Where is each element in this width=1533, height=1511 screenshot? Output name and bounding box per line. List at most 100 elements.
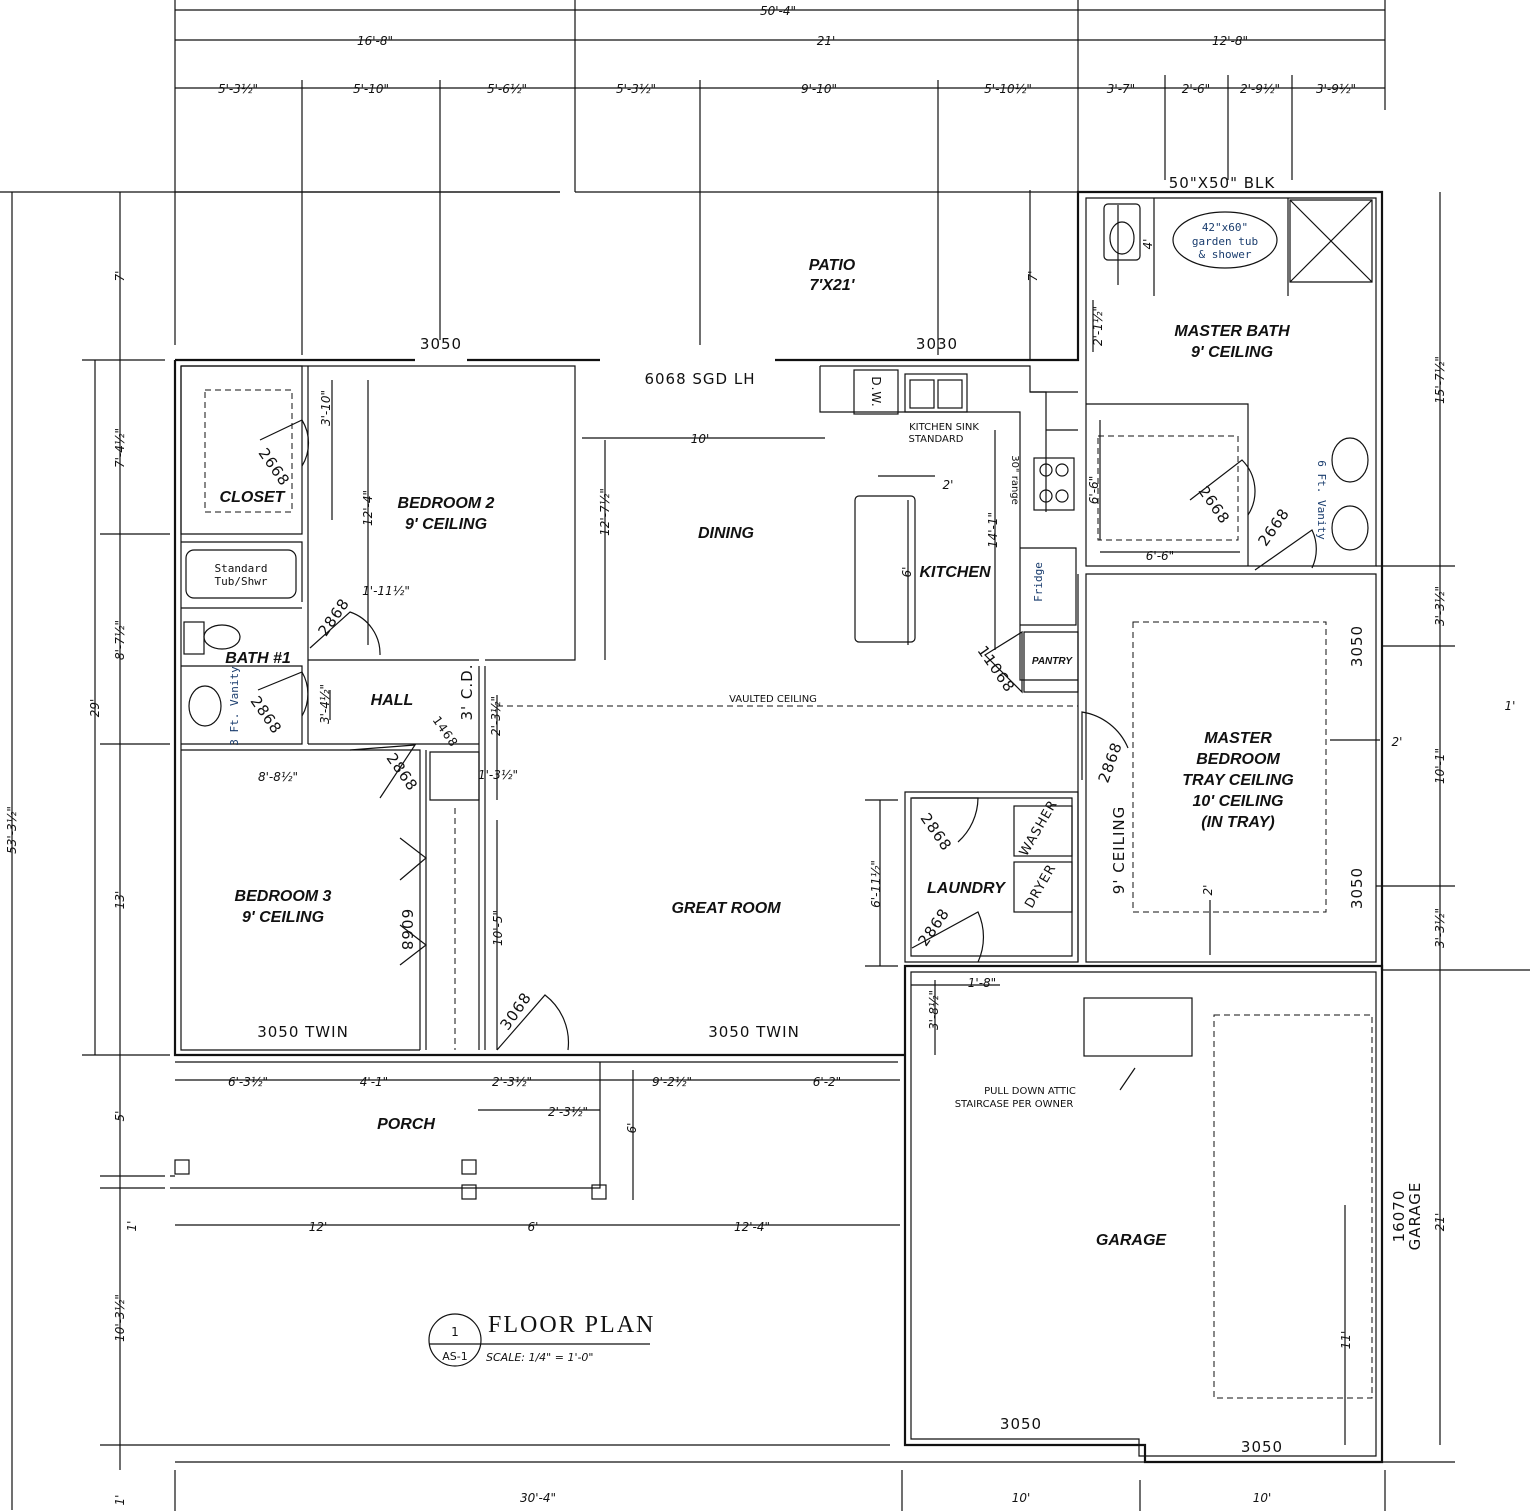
dim-bottom-1: 10' bbox=[1012, 1491, 1031, 1505]
dim-garage-11: 11' bbox=[1339, 1331, 1353, 1350]
dim-dining-10: 10' bbox=[691, 432, 710, 446]
dim-hall-1-3: 1'-3½" bbox=[478, 768, 518, 782]
dim-porch-8: 6' bbox=[528, 1220, 539, 1234]
garage-label: GARAGE bbox=[1096, 1232, 1168, 1249]
dim-bed2-12-4: 12'-4" bbox=[361, 490, 375, 526]
garage-door-label: GARAGE bbox=[1406, 1182, 1424, 1251]
dim-row3-4: 9'-10" bbox=[801, 82, 837, 96]
master-bedroom-label-4: 10' CEILING bbox=[1193, 793, 1284, 810]
dim-porch-2: 2'-3½" bbox=[492, 1075, 532, 1089]
dim-left-3: 13' bbox=[113, 891, 127, 910]
dim-closet-3-10: 3'-10" bbox=[319, 390, 333, 426]
dim-row3-3: 5'-3½" bbox=[616, 82, 656, 96]
dim-mb-2-1: 2'-1½" bbox=[1091, 306, 1105, 346]
dim-right-3: 3'-3½" bbox=[1433, 908, 1447, 948]
drawing-title: FLOOR PLAN bbox=[488, 1312, 655, 1338]
dim-porch-3: 9'-2½" bbox=[652, 1075, 692, 1089]
hall-label: HALL bbox=[371, 692, 414, 709]
door-swings bbox=[257, 199, 1373, 1051]
door-master-bath: 2668 bbox=[1254, 505, 1293, 550]
room-labels: PATIO 7'X21' MASTER BATH 9' CEILING CLOS… bbox=[220, 257, 1294, 1249]
dim-mbr-2-bottom: 2' bbox=[1201, 885, 1215, 896]
dim-row3-1: 5'-10" bbox=[353, 82, 389, 96]
master-bath-label: MASTER BATH bbox=[1174, 323, 1290, 340]
dim-porch-9: 12'-4" bbox=[734, 1220, 770, 1234]
dim-top-2: 21' bbox=[817, 34, 836, 48]
kitchen-sink-label-1: KITCHEN SINK bbox=[909, 422, 979, 433]
dim-laundry-1-8: 1'-8" bbox=[968, 976, 996, 990]
bedroom2-ceiling-label: 9' CEILING bbox=[405, 516, 487, 533]
title-sheet: AS-1 bbox=[442, 1350, 467, 1363]
dim-row3-5: 5'-10½" bbox=[984, 82, 1032, 96]
nine-ft-ceiling-note: 9' CEILING bbox=[1110, 806, 1128, 894]
dim-kitchen-14-1: 14'-1" bbox=[986, 512, 1000, 548]
window-master-bedroom-1: 3050 bbox=[1348, 625, 1366, 667]
dining-label: DINING bbox=[698, 525, 754, 542]
door-master-bedroom: 2868 bbox=[1095, 739, 1126, 785]
dryer-label: DRYER bbox=[1022, 862, 1059, 911]
master-bedroom-label-3: TRAY CEILING bbox=[1182, 772, 1293, 789]
dim-porch-7: 12' bbox=[309, 1220, 328, 1234]
door-laundry-2: 2868 bbox=[914, 905, 953, 950]
dim-overall-width: 50'-4" bbox=[760, 4, 796, 18]
garden-tub-shape bbox=[1172, 211, 1278, 269]
title-number: 1 bbox=[451, 1325, 459, 1339]
dim-top-1: 16'-8" bbox=[357, 34, 393, 48]
window-bedroom3: 3050 TWIN bbox=[257, 1023, 349, 1041]
dim-left-7: 1' bbox=[113, 1495, 127, 1506]
drawing-scale: SCALE: 1/4" = 1'-0" bbox=[486, 1351, 594, 1364]
bedroom3-label: BEDROOM 3 bbox=[235, 888, 332, 905]
dim-bed3-8-8: 8'-8½" bbox=[258, 770, 298, 784]
sliding-glass-door: 6068 SGD LH bbox=[644, 370, 755, 388]
kitchen-sink-label-2: STANDARD bbox=[908, 434, 963, 445]
porch-dimensions: 6'-3½" 4'-1" 2'-3½" 9'-2½" 6'-2" 2'-3½" … bbox=[228, 1075, 841, 1234]
door-bedroom2: 2868 bbox=[314, 595, 353, 640]
dim-mbc-6-6h: 6'-6" bbox=[1146, 549, 1174, 563]
dim-row3-6: 3'-7" bbox=[1107, 82, 1135, 96]
dashed-outlines bbox=[204, 389, 1373, 1399]
dim-mb-4: 4' bbox=[1141, 239, 1155, 250]
door-pantry: 11068 bbox=[974, 642, 1019, 696]
coat-closet-door: 3' C.D. bbox=[458, 664, 476, 721]
dim-island-2: 2' bbox=[943, 478, 954, 492]
dim-porch-1: 4'-1" bbox=[360, 1075, 388, 1089]
closet-label: CLOSET bbox=[220, 489, 286, 506]
glass-block-window: 50"X50" BLK bbox=[1169, 174, 1276, 192]
window-garage-2: 3050 bbox=[1241, 1438, 1283, 1456]
window-master-bedroom-2: 3050 bbox=[1348, 867, 1366, 909]
dim-left-0: 7' bbox=[113, 271, 127, 282]
door-closet: 2668 bbox=[255, 445, 294, 490]
dim-hall-3-4: 3'-4½" bbox=[318, 684, 332, 724]
dim-left-1: 7'-4½" bbox=[113, 428, 127, 468]
dim-left-6: 10'-3½" bbox=[113, 1294, 127, 1342]
dim-right-5: 1' bbox=[1505, 699, 1516, 713]
tub-label-2: garden tub bbox=[1192, 235, 1258, 248]
attic-note-1: PULL DOWN ATTIC bbox=[984, 1086, 1076, 1097]
kitchen-label: KITCHEN bbox=[919, 564, 991, 581]
door-bedroom3: 2868 bbox=[383, 750, 422, 795]
dim-left-9: 53'-3½" bbox=[5, 806, 19, 854]
door-laundry-1: 2868 bbox=[917, 810, 956, 855]
master-bath-ceiling-label: 9' CEILING bbox=[1191, 344, 1273, 361]
tub-label-1: 42"x60" bbox=[1202, 221, 1248, 234]
interior-dimensions: 7' 4' 2'-1½" 6'-6" 6'-6" 3'-10" 12'-4" 1… bbox=[258, 239, 1403, 1350]
garage-door-size: 16070 bbox=[1390, 1190, 1408, 1243]
dim-great-10-5: 10'-5" bbox=[491, 910, 505, 946]
dim-row3-8: 2'-9½" bbox=[1240, 82, 1280, 96]
window-bedroom2: 3050 bbox=[420, 335, 462, 353]
dim-laundry-3-8: 3'-8½" bbox=[927, 990, 941, 1030]
patio-label: PATIO bbox=[809, 257, 856, 274]
patio-size-label: 7'X21' bbox=[810, 277, 856, 294]
great-room-label: GREAT ROOM bbox=[671, 900, 781, 917]
title-block: 1 AS-1 FLOOR PLAN SCALE: 1/4" = 1'-0" bbox=[442, 1312, 655, 1364]
dim-right-4: 21' bbox=[1433, 1213, 1447, 1232]
dim-porch-4: 6'-2" bbox=[813, 1075, 841, 1089]
pantry-label: PANTRY bbox=[1032, 656, 1074, 667]
dim-patio-right: 7' bbox=[1026, 271, 1040, 282]
washer-label: WASHER bbox=[1017, 798, 1061, 859]
dim-right-0: 15'-7½" bbox=[1433, 356, 1447, 404]
dim-dining-12-7: 12'-7½" bbox=[598, 488, 612, 536]
bifold-door: 6068 bbox=[398, 909, 416, 951]
dim-row3-7: 2'-6" bbox=[1182, 82, 1210, 96]
